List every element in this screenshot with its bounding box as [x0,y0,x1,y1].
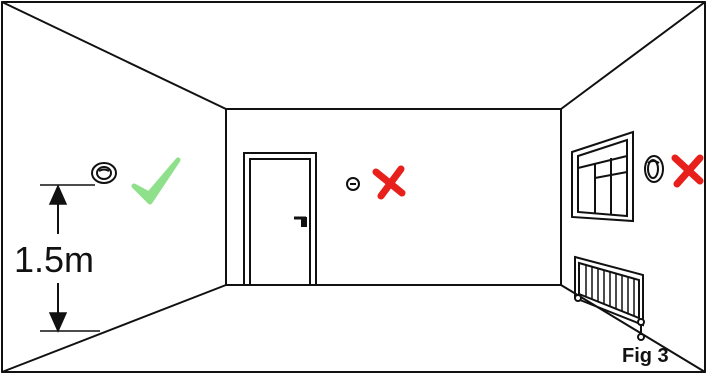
radiator [574,255,645,341]
window [571,130,634,223]
ceiling-edge-right [560,1,706,110]
ceiling-edge-left [1,1,227,110]
door [243,152,317,286]
check-icon [131,157,181,205]
back-wall [225,108,562,286]
cross-icon [671,154,704,188]
door-handle [294,216,307,227]
floor-edge-left [1,284,227,373]
height-dimension-marker [40,184,100,333]
cross-icon [372,165,406,200]
detector-back-wall [346,177,360,191]
detector-right-wall [644,155,664,183]
detector-left-wall [91,162,117,184]
height-label: 1.5m [14,239,95,280]
figure-caption: Fig 3 [622,345,669,367]
floor-edge-right [560,284,706,373]
